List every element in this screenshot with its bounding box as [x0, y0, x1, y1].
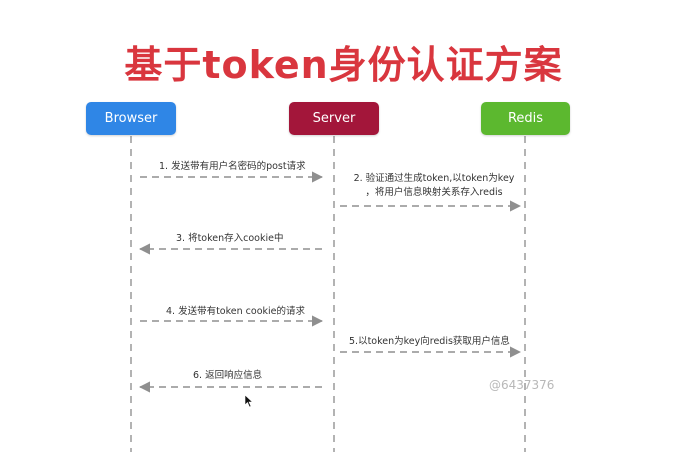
diagram-title: 基于token身份认证方案 [124, 43, 563, 87]
actor-redis: Redis [481, 102, 570, 135]
watermark: @6437376 [489, 378, 555, 392]
actor-browser: Browser [86, 102, 176, 135]
actor-browser-label: Browser [104, 111, 158, 126]
message-3-label: 3. 将token存入cookie中 [176, 233, 284, 244]
actor-redis-label: Redis [507, 111, 544, 126]
message-2-line-1: 2. 验证通过生成token,以token为key [353, 173, 515, 184]
message-6-label: 6. 返回响应信息 [193, 370, 263, 381]
actor-server-label: Server [312, 111, 356, 126]
message-5-label: 5.以token为key向redis获取用户信息 [349, 336, 510, 347]
mouse-cursor-icon [244, 394, 254, 408]
actor-server: Server [289, 102, 379, 135]
message-2-line-2: ，将用户信息映射关系存入redis [365, 187, 503, 198]
message-1-label: 1. 发送带有用户名密码的post请求 [159, 161, 306, 172]
message-4-label: 4. 发送带有token cookie的请求 [166, 306, 306, 317]
message-2-label: 2. 验证通过生成token,以token为key ，将用户信息映射关系存入re… [341, 172, 527, 200]
